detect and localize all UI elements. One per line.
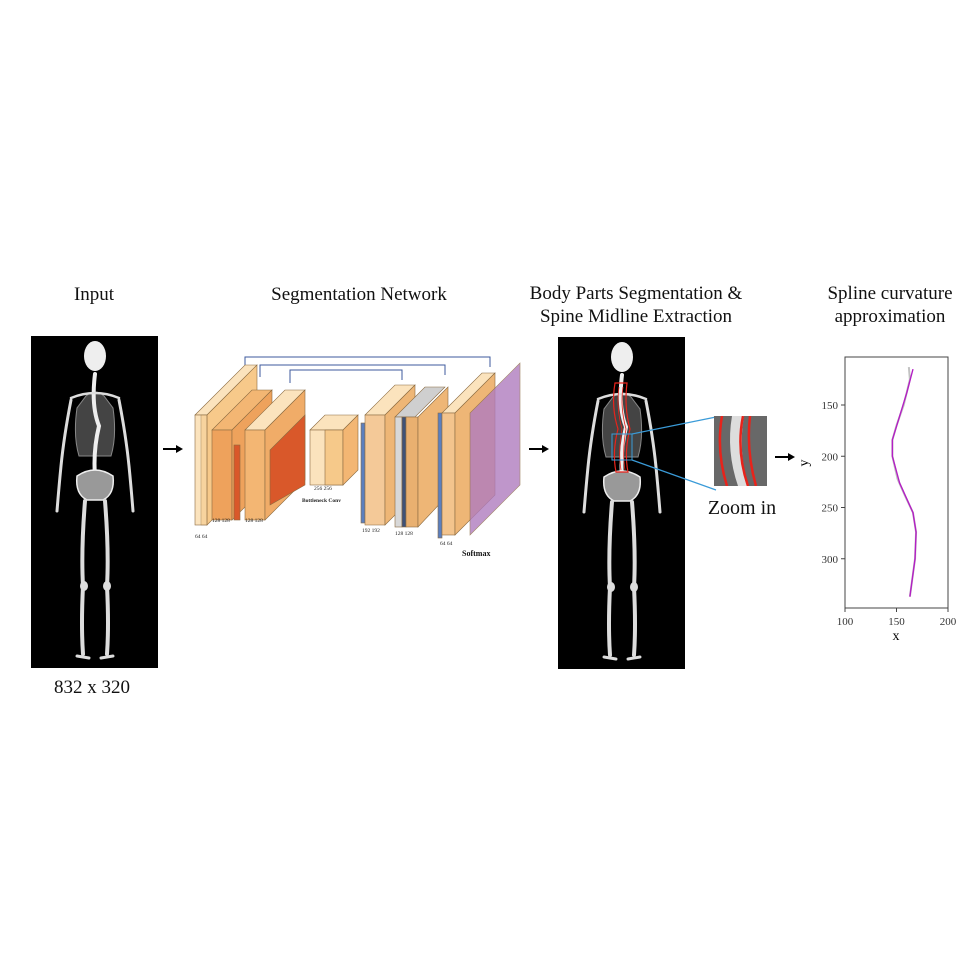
y-tick-label: 250: [822, 503, 839, 515]
spine-segmentation-outline: [612, 382, 631, 473]
x-tick-label: 200: [940, 616, 957, 628]
y-tick-label: 150: [822, 400, 839, 412]
input-size-label: 832 x 320: [54, 677, 130, 698]
x-tick-label: 150: [888, 616, 905, 628]
layer-label: 256 256: [314, 486, 332, 492]
layer-label: 64 64: [440, 541, 453, 547]
input-xray-image: [31, 336, 158, 668]
zoom-in-label: Zoom in: [707, 497, 777, 519]
plot-frame: [844, 356, 949, 609]
x-tick-label: 100: [837, 616, 854, 628]
segmentation-network-diagram: 64 64 128 128 128 128 256 256 Bottleneck…: [194, 356, 521, 558]
softmax-layer: [469, 362, 521, 536]
segmented-xray-image: [558, 337, 685, 669]
zoom-region-box: [611, 433, 633, 461]
arrow-right-icon: [775, 453, 795, 461]
spline-title-line2: approximation: [834, 306, 946, 327]
layer-label: 128 128: [395, 531, 413, 537]
skip-connections: [244, 356, 491, 383]
spline-line: [891, 368, 917, 597]
layer-label: 128 128: [212, 518, 230, 524]
arrow-right-icon: [163, 445, 183, 453]
segmentation-title-line1: Body Parts Segmentation &: [529, 283, 743, 304]
y-tick-label: 300: [822, 554, 839, 566]
zoom-connector-lines: [631, 416, 717, 491]
y-axis-label: y: [800, 460, 812, 467]
spline-title-line1: Spline curvature: [827, 283, 953, 304]
bottleneck-block: [309, 414, 359, 486]
input-title: Input: [73, 284, 115, 305]
layer-label: 128 128: [245, 518, 263, 524]
layer-label: 192 192: [362, 528, 380, 534]
segmentation-title-line2: Spine Midline Extraction: [539, 306, 733, 327]
encoder-block-3: [244, 389, 306, 521]
zoom-inset-image: [714, 416, 767, 486]
layer-label: 64 64: [195, 534, 208, 540]
arrow-right-icon: [529, 445, 549, 453]
softmax-label: Softmax: [462, 549, 490, 558]
spline-curvature-chart: 100 150 200 150 200 250 300 x y: [800, 356, 957, 644]
network-title: Segmentation Network: [271, 284, 447, 305]
x-axis-label: x: [893, 629, 900, 644]
bottleneck-label: Bottleneck Conv: [302, 498, 341, 504]
y-tick-label: 200: [822, 451, 839, 463]
